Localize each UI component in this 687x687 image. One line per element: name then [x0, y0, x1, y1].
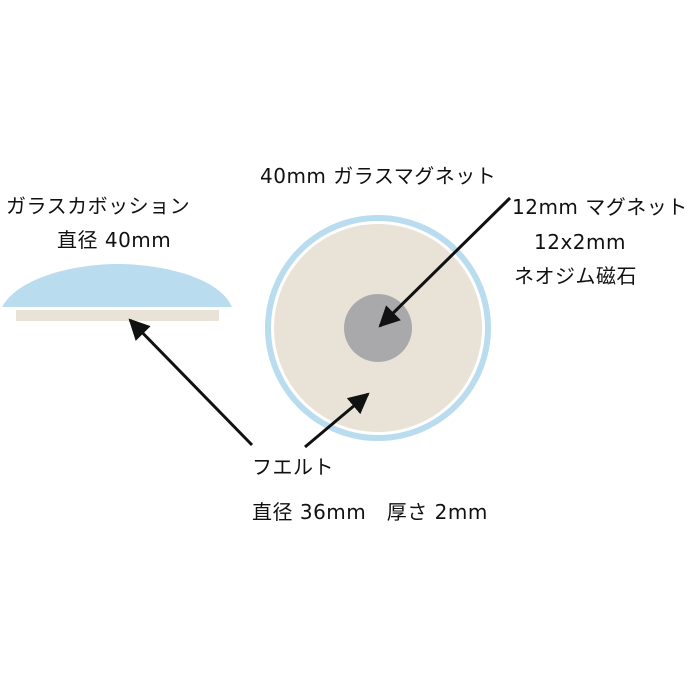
product-title-label: 40mm ガラスマグネット	[260, 164, 497, 188]
cabochon-diameter-label: 直径 40mm	[57, 228, 172, 252]
cabochon-name-label: ガラスカボッション	[6, 194, 191, 218]
felt-arrow-top-view	[304, 392, 370, 449]
felt-arrow-side-view	[128, 318, 254, 447]
cabochon-dome	[2, 264, 232, 307]
magnet-name-label: 12mm マグネット	[512, 195, 687, 219]
magnet-size-label: 12x2mm	[534, 230, 626, 254]
felt-layer-side	[16, 310, 219, 321]
felt-name-label: フエルト	[252, 455, 334, 479]
magnet-arrow	[378, 196, 512, 328]
magnet-material-label: ネオジム磁石	[514, 264, 637, 288]
felt-dimensions-label: 直径 36mm 厚さ 2mm	[252, 500, 488, 524]
